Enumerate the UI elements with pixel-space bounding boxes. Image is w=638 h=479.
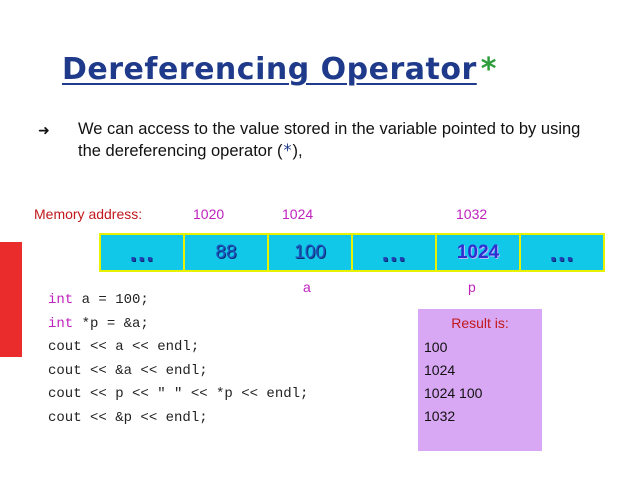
code-text: cout << a << endl; <box>48 339 200 355</box>
variable-label-p: p <box>468 279 476 295</box>
title-text: Dereferencing Operator <box>62 52 477 87</box>
code-keyword: int <box>48 292 74 308</box>
paragraph-before: We can access to the value stored in the… <box>78 120 581 160</box>
code-line: int *p = &a; <box>48 316 308 340</box>
code-line: cout << a << endl; <box>48 339 308 363</box>
result-line: 1024 100 <box>424 385 483 401</box>
slide-title: Dereferencing Operator* <box>62 52 496 87</box>
address-1032: 1032 <box>456 206 488 222</box>
memory-cell: 100 <box>269 235 353 270</box>
paragraph-symbol: * <box>282 141 293 160</box>
code-keyword: int <box>48 315 74 332</box>
result-line: 1024 <box>424 362 456 378</box>
address-1024: 1024 <box>282 206 314 222</box>
memory-address-label: Memory address: <box>34 206 143 222</box>
paragraph-after: ), <box>292 142 303 160</box>
code-line: cout << &a << endl; <box>48 363 308 387</box>
code-text: cout << &p << endl; <box>48 409 208 426</box>
memory-cell: ... <box>549 237 575 267</box>
description-paragraph: We can access to the value stored in the… <box>78 118 598 162</box>
address-1020: 1020 <box>193 206 225 222</box>
variable-label-a: a <box>303 279 311 295</box>
code-text: cout << p << " " << *p << endl; <box>48 386 309 402</box>
title-star: * <box>480 52 497 87</box>
memory-cell: ... <box>101 235 185 270</box>
code-text: *p = &a; <box>73 315 149 332</box>
code-text: cout << &a << endl; <box>48 362 208 379</box>
result-line: 100 <box>424 339 448 355</box>
code-text: a = 100; <box>73 292 149 308</box>
memory-cell: ... <box>353 235 437 270</box>
result-title: Result is: <box>451 315 509 331</box>
arrow-bullet-icon: ➜ <box>38 122 50 138</box>
result-line: 1032 <box>424 408 456 424</box>
memory-cell: 88 <box>185 235 269 270</box>
result-panel: Result is: 100 1024 1024 100 1032 <box>418 309 542 451</box>
code-line: cout << &p << endl; <box>48 410 308 434</box>
memory-cell: 1024 <box>437 235 521 270</box>
code-block: int a = 100; int *p = &a; cout << a << e… <box>48 292 308 433</box>
memory-cells: ... 88 100 ... 1024 ... <box>99 233 605 272</box>
code-line: int a = 100; <box>48 292 308 316</box>
code-line: cout << p << " " << *p << endl; <box>48 386 308 410</box>
decorative-red-bar <box>0 242 22 357</box>
